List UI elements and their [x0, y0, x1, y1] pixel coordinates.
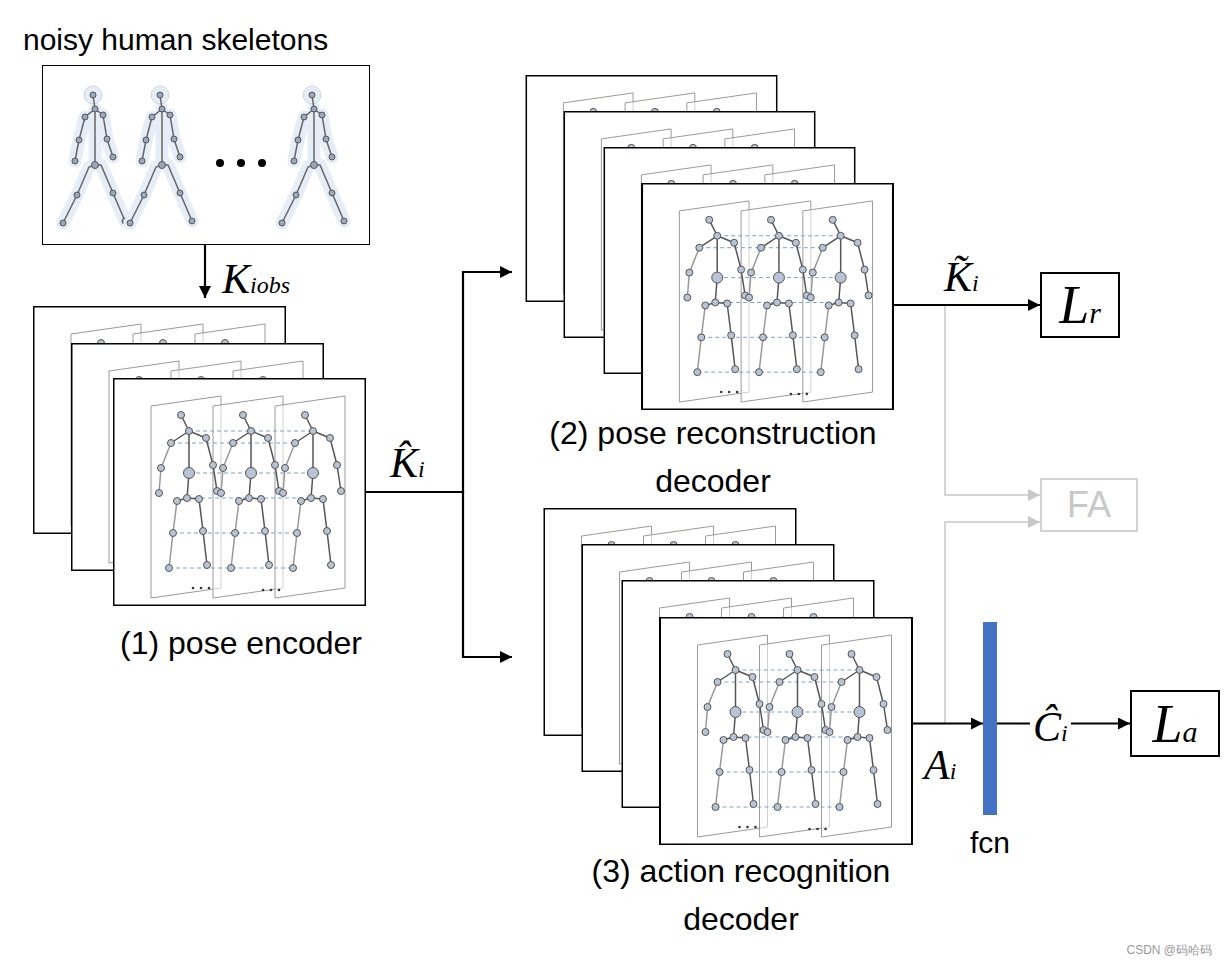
connector — [913, 522, 1040, 724]
connector — [894, 305, 1040, 495]
decoder-stack: (3) action recognition decoder — [659, 617, 913, 845]
edge-label: Kiobs — [222, 246, 290, 313]
input-box: noisy human skeletons — [42, 65, 370, 245]
fa-box: FA — [1040, 478, 1138, 532]
edge-label: Ai — [924, 732, 956, 799]
node-text: FA — [1067, 487, 1111, 523]
decoder-stack: (2) pose reconstruction decoder — [641, 183, 894, 410]
connector — [366, 492, 512, 657]
fcn-bar: fcn — [983, 622, 997, 815]
node-text: (3) action recognition decoder — [531, 847, 951, 943]
edge-label: K̂i — [390, 430, 425, 497]
encoder-stack: (1) pose encoder — [113, 378, 366, 606]
node-text: noisy human skeletons — [23, 22, 328, 58]
edge-label: Ĉi — [1030, 694, 1071, 761]
connector — [913, 722, 983, 724]
node-text: (1) pose encoder — [31, 619, 451, 667]
connector — [204, 245, 206, 298]
node-text: La — [1152, 697, 1197, 751]
node-text: (2) pose reconstruction decoder — [503, 409, 923, 505]
connector — [894, 304, 1040, 306]
loss-box: La — [1130, 690, 1220, 757]
edge-label: K̃i — [944, 244, 979, 311]
connector — [366, 272, 512, 492]
loss-box: Lr — [1040, 272, 1120, 338]
node-text: Lr — [1059, 278, 1101, 332]
watermark: CSDN @码哈码 — [1126, 942, 1212, 959]
node-text: fcn — [970, 825, 1010, 861]
